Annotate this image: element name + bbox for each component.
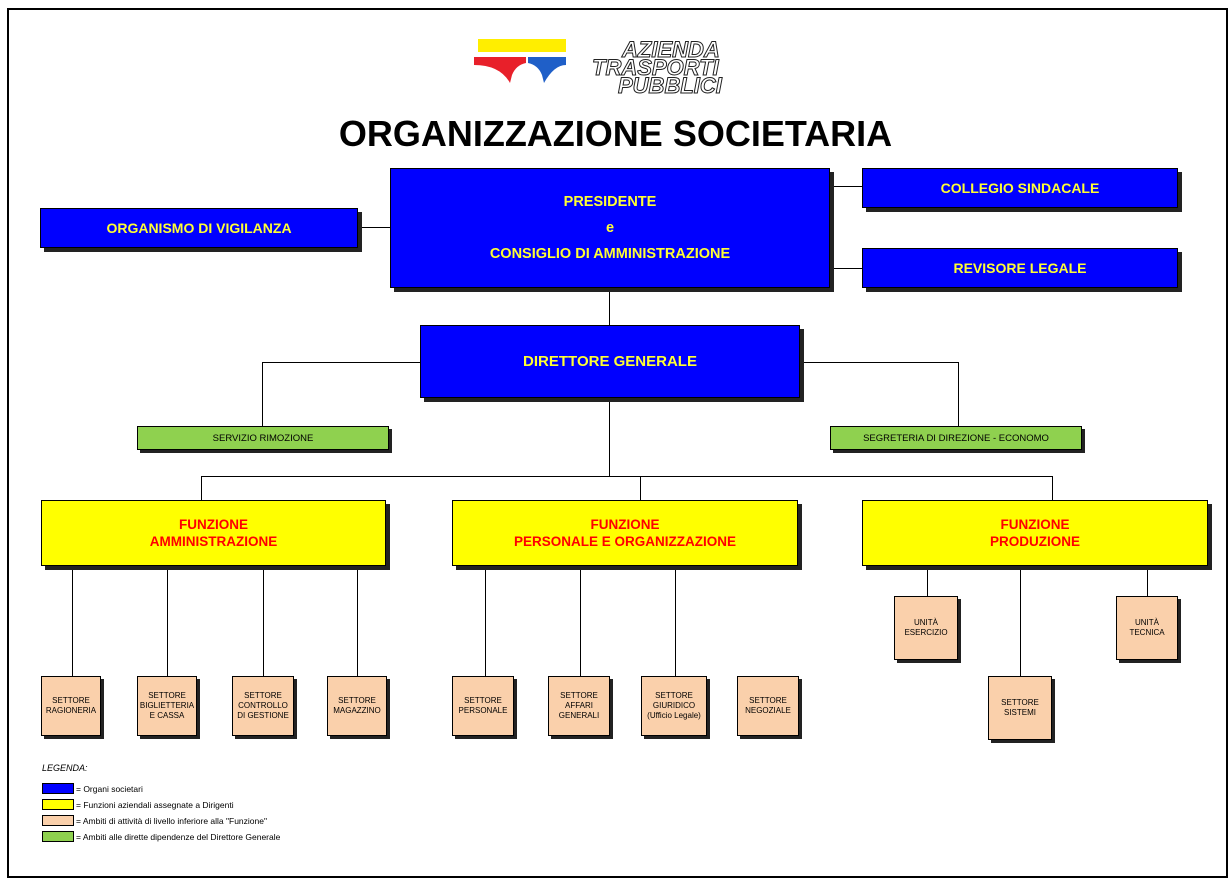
connector (357, 566, 358, 676)
legend-item: = Ambiti alle dirette dipendenze del Dir… (42, 831, 280, 842)
page-border (7, 8, 1228, 878)
organismo-vigilanza-box: ORGANISMO DI VIGILANZA (40, 208, 358, 248)
settore-ragioneria-box: SETTORE RAGIONERIA (41, 676, 101, 736)
connector (830, 268, 862, 269)
page-title: ORGANIZZAZIONE SOCIETARIA (338, 113, 893, 154)
connector (262, 362, 263, 426)
connector (1052, 476, 1053, 500)
legend-swatch-yellow (42, 799, 74, 810)
connector (1020, 566, 1021, 676)
connector (958, 362, 959, 426)
logo-yellow-bar (478, 39, 566, 52)
connector (358, 227, 390, 228)
connector (263, 566, 264, 676)
funzione-amministrazione-box: FUNZIONE AMMINISTRAZIONE (41, 500, 386, 566)
direttore-generale-box: DIRETTORE GENERALE (420, 325, 800, 398)
connector (927, 566, 928, 596)
legend-item: = Funzioni aziendali assegnate a Dirigen… (42, 799, 234, 810)
connector (72, 566, 73, 676)
logo-red-swoosh (474, 57, 526, 83)
collegio-sindacale-box: COLLEGIO SINDACALE (862, 168, 1178, 208)
legend-label: = Organi societari (76, 783, 143, 794)
connector (609, 288, 610, 325)
settore-giuridico-box: SETTORE GIURIDICO (Ufficio Legale) (641, 676, 707, 736)
connector (675, 566, 676, 676)
connector (830, 186, 862, 187)
settore-biglietteria-box: SETTORE BIGLIETTERIA E CASSA (137, 676, 197, 736)
revisore-legale-box: REVISORE LEGALE (862, 248, 1178, 288)
servizio-rimozione-box: SERVIZIO RIMOZIONE (137, 426, 389, 450)
connector (201, 476, 202, 500)
segreteria-direzione-box: SEGRETERIA DI DIREZIONE - ECONOMO (830, 426, 1082, 450)
unita-esercizio-box: UNITÀ ESERCIZIO (894, 596, 958, 660)
legend-swatch-peach (42, 815, 74, 826)
logo-blue-swoosh (528, 57, 566, 83)
settore-magazzino-box: SETTORE MAGAZZINO (327, 676, 387, 736)
settore-controllo-box: SETTORE CONTROLLO DI GESTIONE (232, 676, 294, 736)
presidente-box: PRESIDENTE e CONSIGLIO DI AMMINISTRAZION… (390, 168, 830, 288)
connector (609, 398, 610, 476)
logo-text-trasporti: TRASPORTI (592, 55, 720, 80)
atp-logo: AZIENDA TRASPORTI PUBBLICI (474, 37, 723, 99)
legend-swatch-green (42, 831, 74, 842)
legend-label: = Ambiti alle dirette dipendenze del Dir… (76, 831, 281, 842)
connector (201, 476, 1052, 477)
funzione-personale-box: FUNZIONE PERSONALE E ORGANIZZAZIONE (452, 500, 798, 566)
connector (167, 566, 168, 676)
settore-negoziale-box: SETTORE NEGOZIALE (737, 676, 799, 736)
legend-item: = Organi societari (42, 783, 143, 794)
legend-swatch-blue (42, 783, 74, 794)
settore-affari-generali-box: SETTORE AFFARI GENERALI (548, 676, 610, 736)
legend-item: = Ambiti di attività di livello inferior… (42, 815, 267, 826)
connector (800, 362, 958, 363)
settore-personale-box: SETTORE PERSONALE (452, 676, 514, 736)
connector (485, 566, 486, 676)
legend-title: LEGENDA: (42, 763, 88, 773)
logo-text-azienda: AZIENDA (621, 37, 720, 62)
funzione-produzione-box: FUNZIONE PRODUZIONE (862, 500, 1208, 566)
connector (640, 476, 641, 500)
legend-label: = Funzioni aziendali assegnate a Dirigen… (76, 799, 234, 810)
connector (580, 566, 581, 676)
unita-tecnica-box: UNITÀ TECNICA (1116, 596, 1178, 660)
logo-text-pubblici: PUBBLICI (618, 73, 723, 98)
connector (262, 362, 420, 363)
legend-label: = Ambiti di attività di livello inferior… (76, 815, 268, 826)
connector (1147, 566, 1148, 596)
settore-sistemi-box: SETTORE SISTEMI (988, 676, 1052, 740)
